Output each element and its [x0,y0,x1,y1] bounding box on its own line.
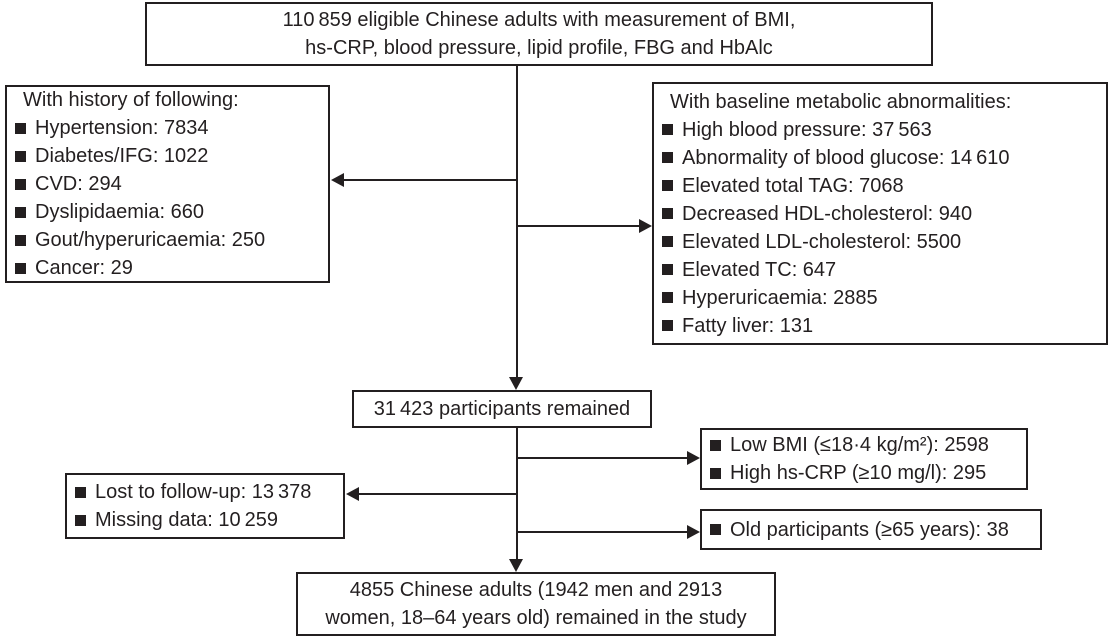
bullet-square-icon [662,320,673,331]
connector-to-lost-missing [359,493,517,495]
box-participants-remained: 31 423 participants remained [352,390,652,428]
eligible-line2: hs-CRP, blood pressure, lipid profile, F… [305,37,773,59]
list-item: Decreased HDL-cholesterol: 940 [662,200,1098,228]
bullet-square-icon [662,292,673,303]
list-item-label: Missing data: 10 259 [95,509,279,531]
bullet-square-icon [15,178,26,190]
remained-text: 31 423 participants remained [373,398,631,420]
bullet-square-icon [15,150,26,162]
eligible-line1: 110 859 eligible Chinese adults with mea… [282,9,796,31]
list-item-label: Elevated TC: 647 [682,258,837,281]
list-item: Elevated LDL-cholesterol: 5500 [662,228,1098,256]
list-item-label: Old participants (≥65 years): 38 [730,518,1009,541]
list-item: Hyperuricaemia: 2885 [662,284,1098,312]
list-item: Lost to follow-up: 13 378 [75,478,335,506]
list-item: Elevated total TAG: 7068 [662,172,1098,200]
bullet-square-icon [15,234,26,246]
list-item: Diabetes/IFG: 1022 [15,142,320,170]
list-item-label: Dyslipidaemia: 660 [35,201,204,223]
list-item-label: Cancer: 29 [35,257,133,279]
bullet-square-icon [662,264,673,275]
bullet-square-icon [15,262,26,274]
list-item: Hypertension: 7834 [15,114,320,142]
list-item: Dyslipidaemia: 660 [15,198,320,226]
box-final-population: 4855 Chinese adults (1942 men and 2913 w… [296,572,776,636]
list-item-label: Abnormality of blood glucose: 14 610 [682,146,1010,169]
list-item-label: Gout/hyperuricaemia: 250 [35,229,266,251]
bullet-square-icon [662,124,673,135]
list-item-label: Hyperuricaemia: 2885 [682,286,878,309]
bullet-square-icon [15,122,26,134]
list-item-label: Hypertension: 7834 [35,117,209,139]
bullet-square-icon [662,236,673,247]
list-item-label: Lost to follow-up: 13 378 [95,481,312,503]
list-item-label: Diabetes/IFG: 1022 [35,145,209,167]
bullet-square-icon [710,467,721,479]
list-item: Gout/hyperuricaemia: 250 [15,226,320,254]
list-item-label: Elevated total TAG: 7068 [682,174,904,197]
bullet-square-icon [75,486,86,498]
list-item: High hs-CRP (≥10 mg/l): 295 [710,459,1018,487]
list-item: CVD: 294 [15,170,320,198]
box-bmi-crp-exclusions: Low BMI (≤18·4 kg/m²): 2598 High hs-CRP … [700,428,1028,490]
bullet-square-icon [75,514,86,526]
list-item: High blood pressure: 37 563 [662,116,1098,144]
bullet-square-icon [662,208,673,219]
list-item: Abnormality of blood glucose: 14 610 [662,144,1098,172]
final-line1: 4855 Chinese adults (1942 men and 2913 [349,579,723,601]
bullet-square-icon [710,524,721,535]
list-item: Missing data: 10 259 [75,506,335,534]
connector-to-old-participants [517,531,687,533]
connector-spine-upper [516,66,518,378]
final-line2: women, 18–64 years old) remained in the … [325,607,747,629]
arrowhead-down-icon [509,377,523,390]
box-old-participants: Old participants (≥65 years): 38 [700,509,1042,550]
list-item-label: High blood pressure: 37 563 [682,118,932,141]
list-item: Elevated TC: 647 [662,256,1098,284]
arrowhead-right-icon [639,219,652,233]
box-metabolic-abnormalities: With baseline metabolic abnormalities: H… [652,82,1108,345]
list-item-label: High hs-CRP (≥10 mg/l): 295 [730,462,987,484]
list-item-label: Fatty liver: 131 [682,314,814,337]
connector-spine-lower [516,428,518,559]
list-item: Cancer: 29 [15,254,320,282]
metabolic-title: With baseline metabolic abnormalities: [670,90,1012,113]
list-item: Fatty liver: 131 [662,312,1098,340]
list-item-label: Decreased HDL-cholesterol: 940 [682,202,973,225]
connector-to-metabolic [517,225,639,227]
list-item-label: Elevated LDL-cholesterol: 5500 [682,230,962,253]
bullet-square-icon [15,206,26,218]
connector-to-bmi-crp [517,457,687,459]
list-item-label: Low BMI (≤18·4 kg/m²): 2598 [730,434,989,456]
arrowhead-down-icon [509,559,523,572]
list-item: Low BMI (≤18·4 kg/m²): 2598 [710,431,1018,459]
connector-to-history [344,179,517,181]
box-eligible-population: 110 859 eligible Chinese adults with mea… [145,2,933,66]
list-item: Old participants (≥65 years): 38 [710,516,1032,544]
arrowhead-right-icon [687,525,700,539]
bullet-square-icon [710,439,721,451]
list-item-label: CVD: 294 [35,173,122,195]
box-history-exclusions: With history of following: Hypertension:… [5,85,330,283]
bullet-square-icon [662,152,673,163]
arrowhead-right-icon [687,451,700,465]
history-title: With history of following: [23,89,239,111]
arrowhead-left-icon [346,487,359,501]
box-lost-missing: Lost to follow-up: 13 378 Missing data: … [65,473,345,539]
bullet-square-icon [662,180,673,191]
arrowhead-left-icon [331,173,344,187]
